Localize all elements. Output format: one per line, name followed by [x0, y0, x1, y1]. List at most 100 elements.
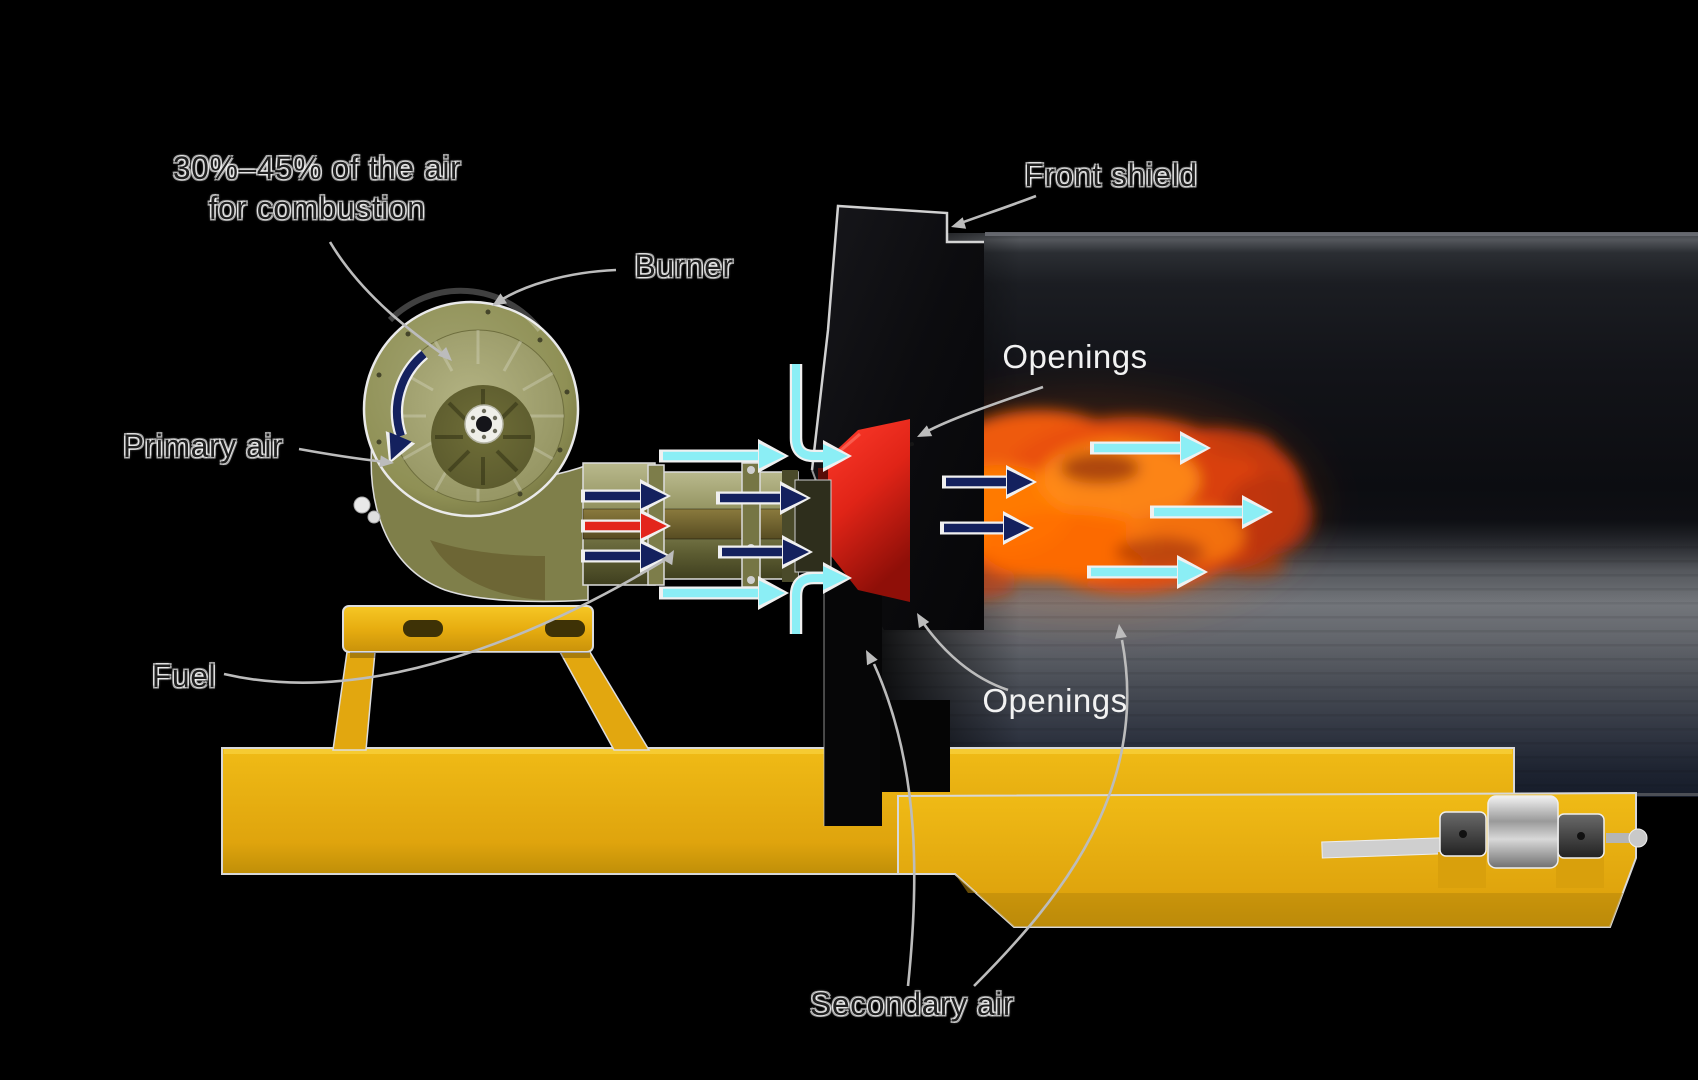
primary-air-arrow [581, 539, 671, 573]
flange-bolt [747, 576, 755, 584]
leader-secondary-air-left [866, 650, 916, 987]
leader-path [973, 639, 1129, 987]
front-shield-foot [824, 560, 882, 826]
leader-combustion-air [328, 241, 452, 361]
fan-rotation-arrow [385, 349, 429, 464]
leader-path [298, 447, 387, 464]
arrow-head [1007, 469, 1033, 495]
roller-bracket-plate [1321, 837, 1441, 859]
primary-air-arrow [716, 481, 811, 515]
stand-leg-right [558, 651, 651, 751]
leader-path [223, 556, 669, 684]
leader-arrowhead [1114, 624, 1127, 639]
front-shield-foot-step [880, 700, 950, 792]
leader-arrowhead [437, 346, 452, 361]
secondary-air-arrow [789, 562, 852, 634]
arrow-head [823, 444, 848, 468]
leader-arrowhead [492, 293, 508, 306]
leader-openings-top [917, 385, 1044, 437]
leader-arrowhead [917, 613, 930, 629]
housing-rim-bolts [376, 309, 570, 497]
primary-air-arrow [940, 511, 1034, 545]
arrow-shaft [792, 574, 824, 634]
arrow-head [641, 483, 667, 509]
label-burner: Burner [634, 248, 734, 284]
leader-arrowhead [379, 455, 394, 468]
burner-stand [332, 605, 651, 751]
drum-roller-assembly [1321, 795, 1648, 888]
flow-arrows [385, 349, 1273, 634]
leader-path [925, 385, 1044, 434]
roller-axle-bolt [1606, 833, 1632, 843]
arrow-head [783, 539, 809, 565]
leader-lines [223, 194, 1129, 987]
primary-air-arrow [942, 465, 1037, 499]
label-combustion-air: 30%–45% of the air for combustion [157, 148, 477, 228]
arrow-head [641, 543, 667, 569]
hub-bolts [470, 408, 498, 440]
stand-slot [403, 620, 443, 637]
bearing-bolt [1459, 830, 1467, 838]
arrow-head [781, 485, 807, 511]
roller-axle-bolt-head [1628, 828, 1648, 848]
leader-primary-air [298, 447, 394, 468]
arrow-head [823, 566, 848, 590]
fuel-arrow [581, 509, 671, 543]
arrow-head [389, 432, 412, 460]
primary-air-arrow [718, 535, 813, 569]
flange-bolt [747, 466, 755, 474]
front-shield-outline [810, 204, 984, 471]
housing-bolt [367, 510, 381, 524]
label-combustion-air-line1: 30%–45% of the air [172, 150, 462, 186]
fan-hub-center [476, 416, 492, 432]
secondary-air-arrow [1087, 555, 1208, 589]
leader-fuel [223, 550, 674, 684]
label-openings-top: Openings [1002, 338, 1148, 375]
red-cone [828, 419, 910, 602]
stand-slot [545, 620, 585, 637]
secondary-air-arrow [1150, 495, 1273, 529]
housing-bolt [353, 496, 371, 514]
label-openings-bottom: Openings [982, 682, 1128, 719]
label-primary-air: Primary air [122, 428, 284, 464]
stand-leg-left [332, 651, 376, 751]
leader-path [497, 268, 617, 304]
leader-path [872, 663, 916, 987]
arrow-shaft [393, 350, 427, 438]
arrow-head [759, 443, 785, 469]
leader-arrowhead [866, 650, 878, 666]
arrow-shaft [792, 364, 824, 460]
leader-path [328, 241, 449, 360]
label-secondary-air: Secondary air [810, 986, 1014, 1022]
leader-path [957, 194, 1037, 226]
secondary-air-arrow [1090, 431, 1211, 465]
roller-platform-shadow [955, 874, 1623, 927]
stand-shadow [350, 652, 590, 658]
leader-burner [492, 268, 617, 306]
arrow-head [1178, 559, 1204, 585]
leader-arrowhead [951, 217, 967, 229]
support-roller [1487, 795, 1559, 869]
secondary-air-arrow [659, 576, 789, 610]
leader-secondary-air-right [973, 624, 1129, 987]
leader-path [922, 623, 1009, 692]
leader-openings-bottom [917, 613, 1009, 692]
nozzle-flange [741, 462, 761, 588]
leader-front-shield [951, 194, 1037, 229]
arrow-head [641, 513, 667, 539]
secondary-air-arrow [789, 364, 852, 472]
label-front-shield: Front shield [1024, 157, 1198, 193]
primary-air-arrow [581, 479, 671, 513]
leader-arrowhead [661, 550, 674, 566]
arrow-head [1181, 435, 1207, 461]
label-combustion-air-line2: for combustion [208, 190, 426, 226]
fan-volute-shadow [430, 540, 545, 600]
arrow-head [759, 580, 785, 606]
label-fuel: Fuel [151, 658, 217, 694]
secondary-air-arrow [659, 439, 789, 473]
leader-arrowhead [917, 425, 933, 437]
drum-top-rim [985, 232, 1698, 236]
arrow-head [1004, 515, 1030, 541]
